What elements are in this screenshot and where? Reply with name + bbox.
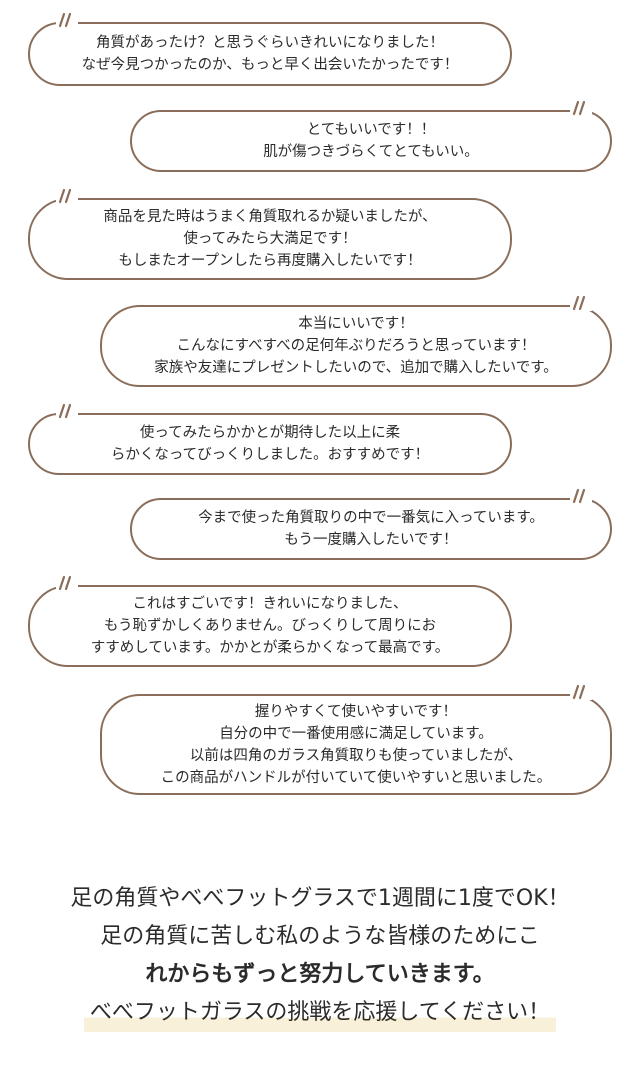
review-text-line: 使ってみたらかかとが期待した以上に柔 [139, 425, 401, 441]
review-text-line: 使ってみたら大満足です！ [183, 231, 357, 247]
review-text-line: もう一度購入したいです！ [284, 532, 458, 548]
review-text-line: すすめしています。かかとが柔らかくなって最高です。 [90, 640, 450, 656]
review-bubble-6: 今まで使った角質取りの中で一番気に入っています。 もう一度購入したいです！ [130, 488, 612, 560]
closing-line-2: 足の角質に苦しむ私のような皆様のためにこ [100, 924, 540, 949]
quote-icon [570, 295, 592, 311]
quote-icon [56, 403, 78, 419]
review-text-line: 以前は四角のガラス角質取りも使っていましたが、 [189, 747, 523, 764]
quote-icon [56, 575, 78, 591]
review-text-line: 角質があったけ？と思うぐらいきれいになりました！ [96, 35, 444, 51]
review-text-line: 自分の中で一番使用感に満足しています。 [219, 725, 493, 742]
review-text-line: 本当にいいです！ [298, 316, 414, 332]
review-text-line: 肌が傷つきづらくてとてもいい。 [263, 144, 479, 160]
review-text-line: これはすごいです！きれいになりました、 [132, 596, 408, 612]
review-bubble-1: 角質があったけ？と思うぐらいきれいになりました！ なぜ今見つかったのか、もっと早… [28, 12, 512, 86]
review-bubble-2: とてもいいです！！ 肌が傷つきづらくてとてもいい。 [130, 100, 612, 172]
review-text-line: 握りやすくて使いやすいです！ [254, 703, 458, 720]
quote-icon [570, 684, 592, 700]
review-bubble-4: 本当にいいです！ こんなにすべすべの足何年ぶりだろうと思っています！ 家族や友達… [100, 295, 612, 387]
review-text-line: もしまたオープンしたら再度購入したいです！ [118, 253, 422, 269]
review-text-line: この商品がハンドルが付いていて使いやすいと思いました。 [160, 769, 552, 786]
closing-line-1: 足の角質やべべフットグラスで1週間に1度でOK！ [70, 886, 570, 911]
review-text-line: らかくなってびっくりしました。おすすめです！ [110, 447, 430, 463]
review-text-line: こんなにすべすべの足何年ぶりだろうと思っています！ [176, 338, 536, 354]
closing-message: 足の角質やべべフットグラスで1週間に1度でOK！ 足の角質に苦しむ私のような皆様… [0, 880, 640, 1032]
review-text-line: もう恥ずかしくありません。びっくりして周りにお [103, 618, 437, 634]
quote-icon [570, 488, 592, 504]
quote-icon [570, 100, 592, 116]
review-text-line: とてもいいです！！ [306, 122, 436, 138]
review-text-line: なぜ今見つかったのか、もっと早く出会いたかったです！ [81, 57, 459, 73]
review-bubble-8: 握りやすくて使いやすいです！ 自分の中で一番使用感に満足しています。 以前は四角… [100, 684, 612, 795]
review-bubble-3: 商品を見た時はうまく角質取れるか疑いましたが、 使ってみたら大満足です！ もしま… [28, 188, 512, 280]
quote-icon [56, 12, 78, 28]
review-text-line: 家族や友達にプレゼントしたいので、追加で購入したいです。 [154, 360, 558, 376]
closing-line-4-highlighted: べべフットガラスの挑戦を応援してください！ [83, 994, 557, 1032]
review-bubble-7: これはすごいです！きれいになりました、 もう恥ずかしくありません。びっくりして周… [28, 575, 512, 667]
quote-icon [56, 188, 78, 204]
review-text-line: 今まで使った角質取りの中で一番気に入っています。 [198, 510, 544, 526]
closing-line-3-bold: れからもずっと努力していきます。 [145, 962, 495, 987]
review-text-line: 商品を見た時はうまく角質取れるか疑いましたが、 [103, 209, 437, 225]
review-bubble-5: 使ってみたらかかとが期待した以上に柔 らかくなってびっくりしました。おすすめです… [28, 403, 512, 475]
